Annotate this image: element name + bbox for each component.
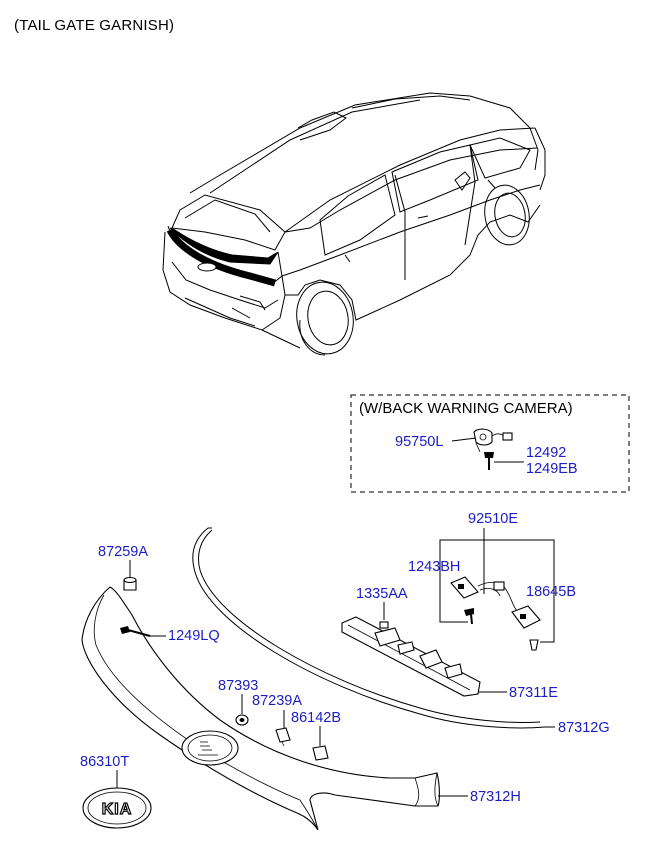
diagram-title: (TAIL GATE GARNISH) [14,17,175,34]
emblem-text: KIA [102,801,133,818]
camera-icon [473,428,513,453]
license-lamp-92510E-icon [450,576,541,651]
label-92510E[interactable]: 92510E [468,511,518,527]
label-87312G[interactable]: 87312G [558,720,610,736]
lamp-bracket-87311E-icon [341,616,481,697]
label-1335AA[interactable]: 1335AA [356,586,408,602]
label-86142B[interactable]: 86142B [291,710,341,726]
part-87312G-molding [192,527,546,729]
label-18645B[interactable]: 18645B [526,584,576,600]
emblem-86310T-icon: KIA [82,787,152,829]
part-87312H-garnish [81,586,440,831]
label-1249EB[interactable]: 1249EB [526,461,578,477]
camera-box-title: (W/BACK WARNING CAMERA) [359,400,573,417]
screw-1249LQ-icon [120,626,151,637]
label-87259A[interactable]: 87259A [98,544,148,560]
garnish-emblem-seat [181,730,239,766]
clip-86142B-icon [312,745,329,761]
label-1243BH[interactable]: 1243BH [408,559,460,575]
label-87393[interactable]: 87393 [218,678,258,694]
label-87239A[interactable]: 87239A [252,693,302,709]
back-warning-camera-group: (W/BACK WARNING CAMERA) 95750L 12492 124… [350,394,630,493]
nut-87393-icon [235,714,249,726]
camera-screw-icon [484,452,494,470]
camera-box-border [350,394,630,493]
nut-87259A-icon [123,576,137,591]
label-86310T[interactable]: 86310T [80,754,129,770]
label-12492[interactable]: 12492 [526,445,566,461]
clip-87239A-icon [275,727,291,747]
label-87312H[interactable]: 87312H [470,789,521,805]
vehicle-illustration [162,92,546,356]
label-1249LQ[interactable]: 1249LQ [168,628,220,644]
label-87311E[interactable]: 87311E [509,685,558,701]
label-95750L[interactable]: 95750L [395,434,443,450]
